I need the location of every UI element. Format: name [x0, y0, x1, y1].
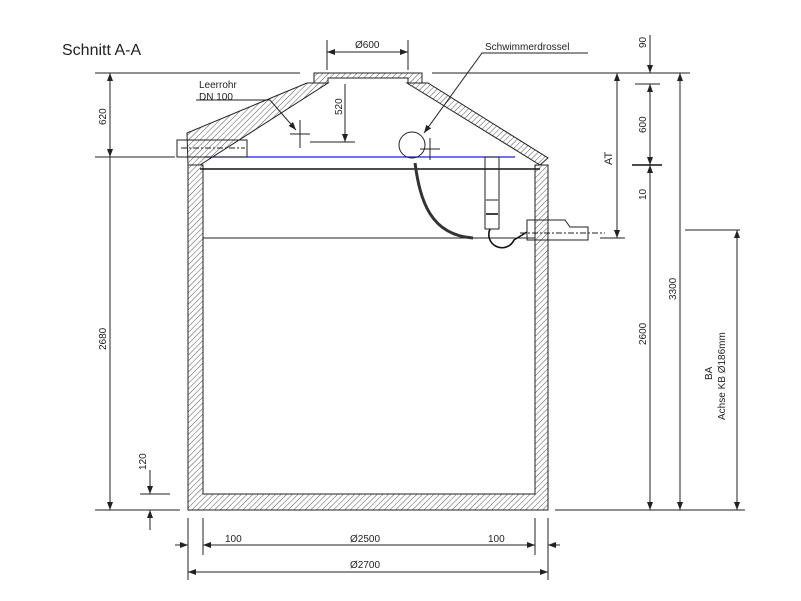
- dim-inner-diameter: Ø2500: [350, 534, 380, 545]
- float-hose: [413, 162, 474, 240]
- dim-left-top: 620: [98, 108, 109, 125]
- cone-right: [405, 82, 549, 166]
- dim-outer-diameter: Ø2700: [350, 560, 380, 571]
- dim-wall-left: 100: [225, 534, 242, 545]
- elbow: [488, 228, 528, 249]
- leerrohr-pipe: [176, 139, 248, 158]
- section-title: Schnitt A-A: [62, 42, 141, 59]
- dim-floor: 120: [138, 453, 149, 470]
- dim-total: 3300: [668, 277, 679, 300]
- manhole-ring: [313, 72, 423, 84]
- ba-label: BA: [704, 366, 715, 380]
- schwimmerdrossel-label: Schwimmerdrossel: [485, 42, 569, 53]
- crosshair-icon: [290, 120, 440, 160]
- leerrohr-label: Leerrohr: [199, 80, 237, 91]
- schwimmerdrossel-leader: [423, 52, 588, 134]
- leerrohr-dn-label: DN 100: [199, 92, 233, 103]
- float-ball: [398, 131, 426, 159]
- dim-2600: 2600: [638, 322, 649, 345]
- leerrohr-leader: [196, 99, 297, 131]
- dim-at: AT: [603, 151, 615, 165]
- dim-10: 10: [638, 188, 649, 200]
- tank-wall: [187, 164, 549, 511]
- dim-wall-right: 100: [488, 534, 505, 545]
- dim-cone-depth: 520: [334, 98, 345, 115]
- throttle-pipe: [484, 156, 500, 230]
- dim-manhole: Ø600: [355, 40, 380, 51]
- dim-left-height: 2680: [98, 327, 109, 350]
- outlet-pipe: [526, 219, 589, 241]
- ba-axis-label: Achse KB Ø186mm: [717, 332, 728, 420]
- dim-top-90: 90: [638, 36, 649, 48]
- dim-600: 600: [638, 116, 649, 133]
- cone-left: [186, 82, 330, 166]
- dimension-lines: [107, 35, 740, 575]
